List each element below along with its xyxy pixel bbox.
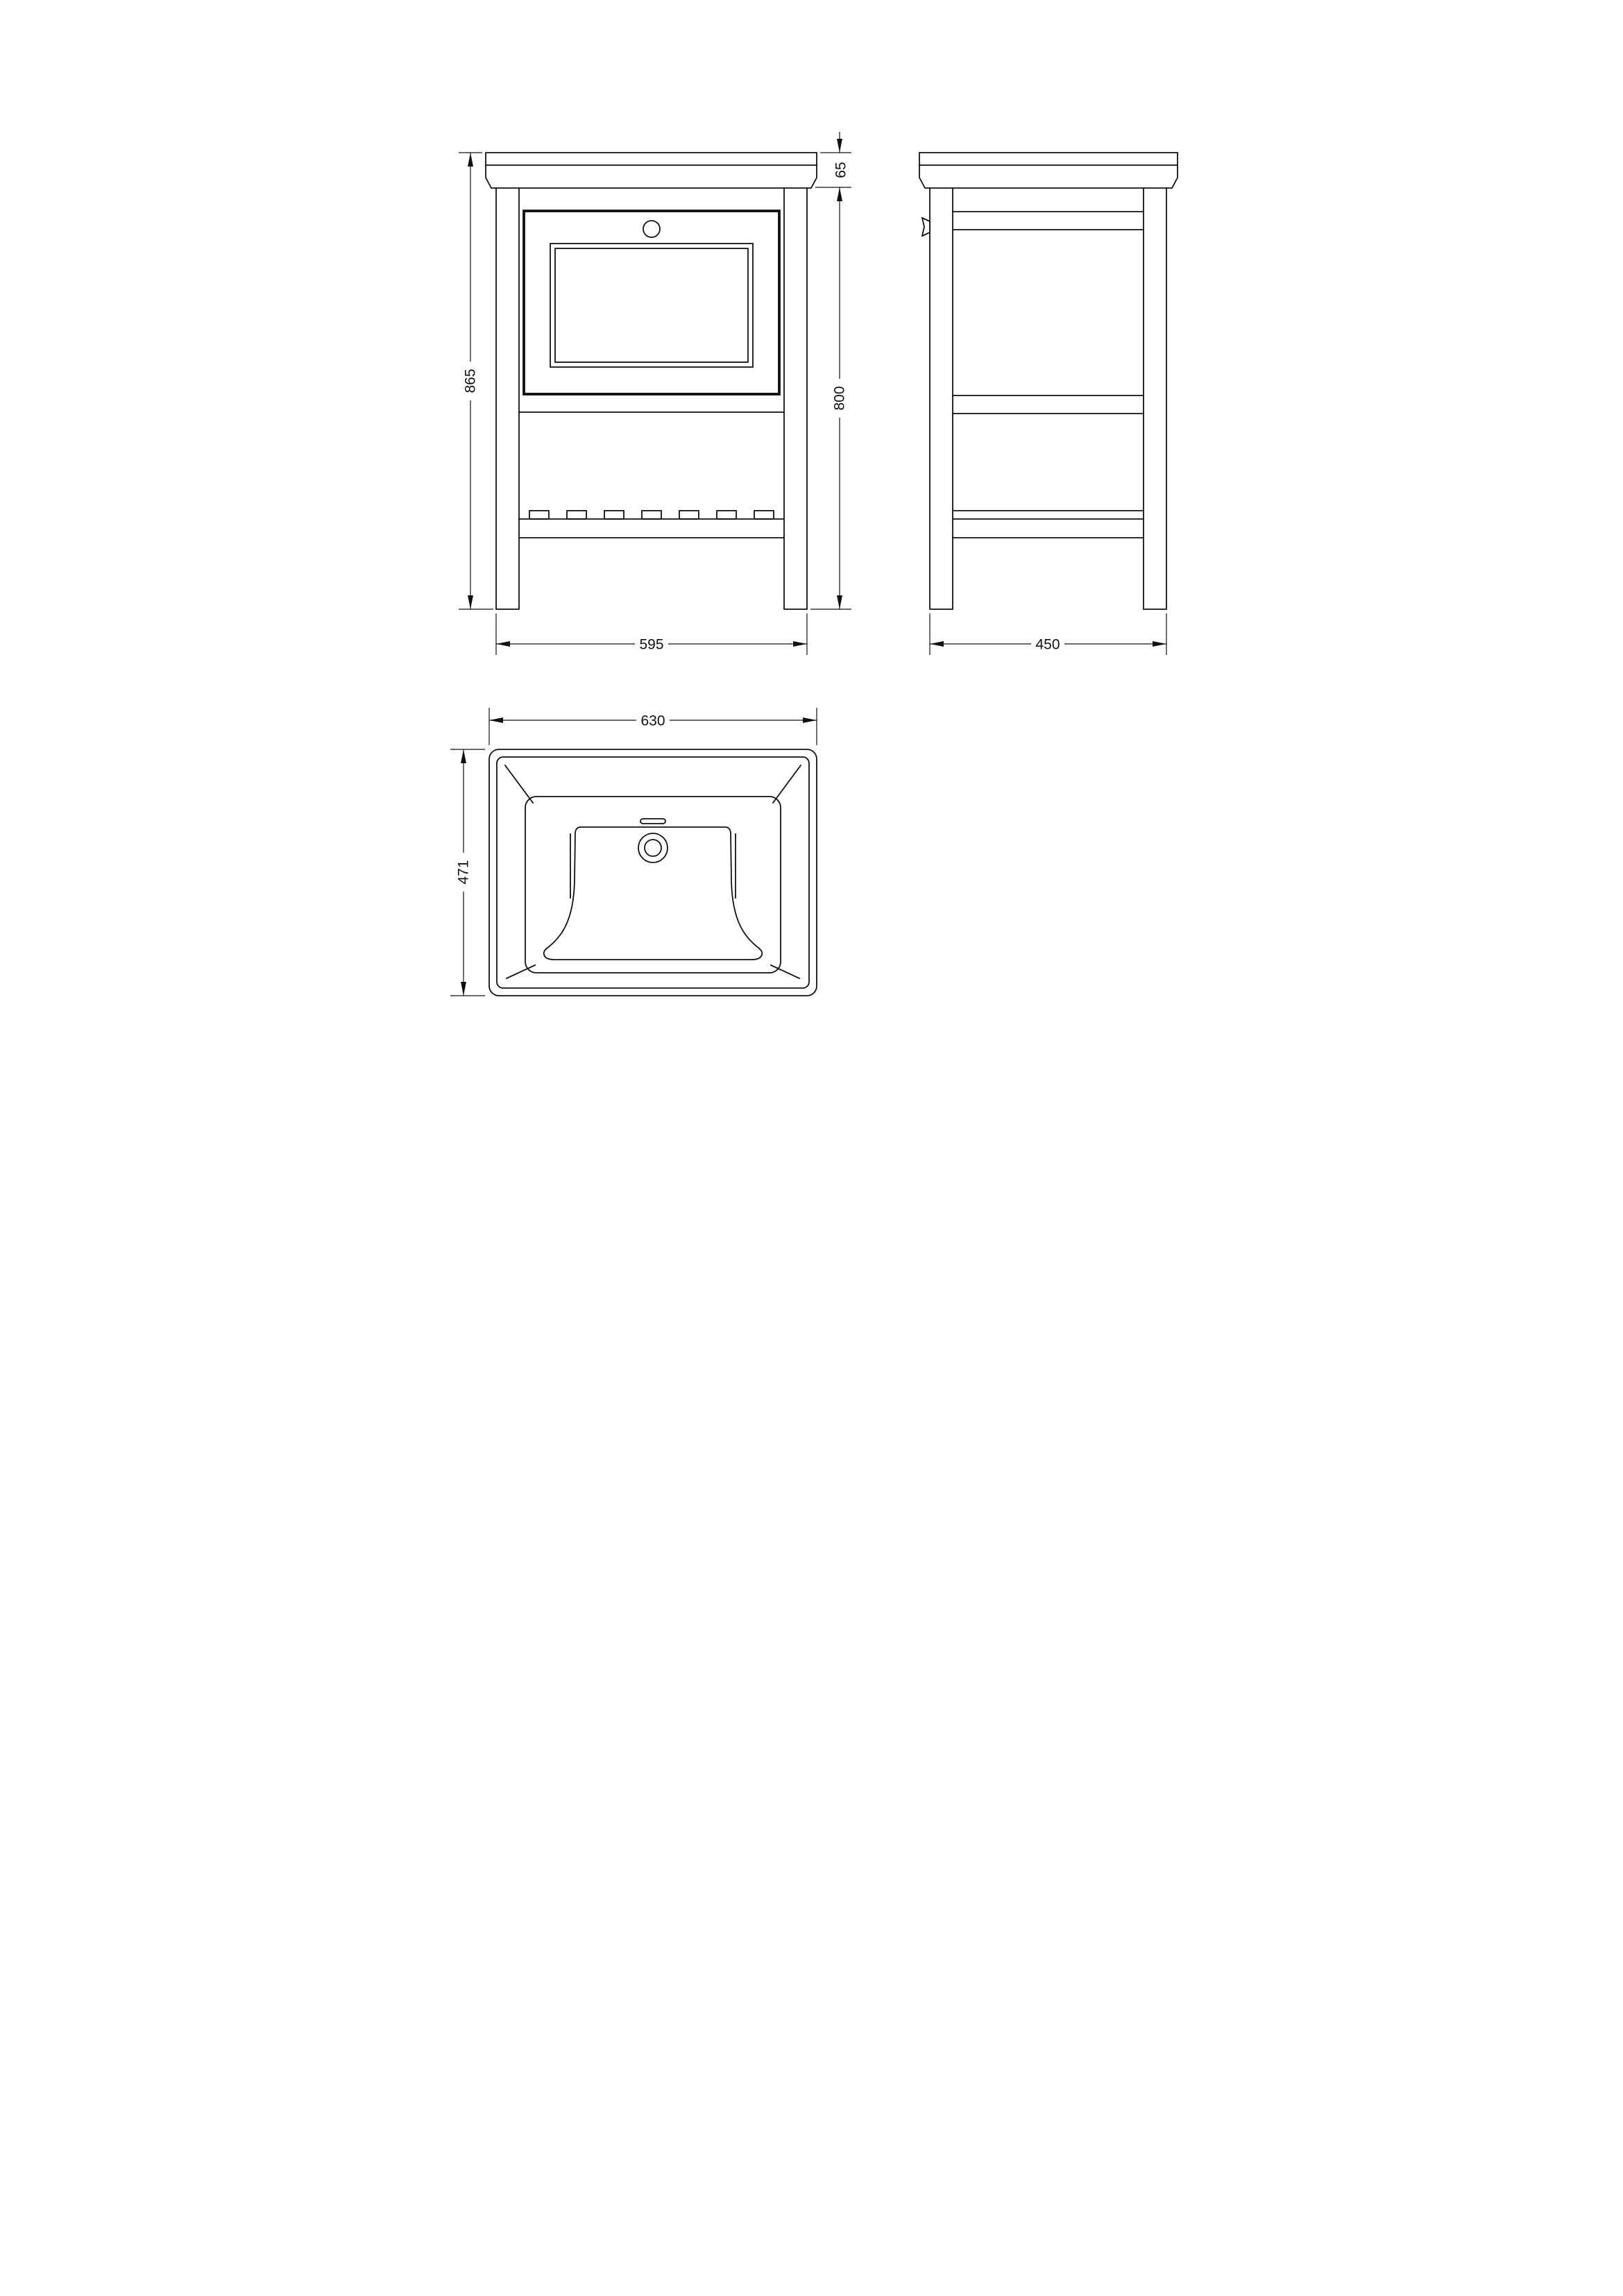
front-leg-left: [495, 187, 520, 610]
front-knob-hole: [642, 220, 661, 238]
corner-line-top-right: [772, 764, 801, 804]
tap-hole-outer: [637, 833, 668, 863]
side-leg-front: [928, 187, 953, 610]
basin-bowl-opening: [524, 796, 781, 973]
shelf-slat: [528, 510, 550, 520]
front-shelf-slats: [528, 510, 774, 520]
shelf-slat: [603, 510, 624, 520]
vanity-technical-drawing-page: 865 65 800 595: [405, 0, 1218, 1148]
basin-outer-edge: [488, 749, 817, 996]
front-view: [484, 152, 817, 610]
front-countertop: [484, 152, 817, 189]
basin-inner-rim: [495, 756, 810, 989]
corner-line-bottom-left: [505, 964, 536, 980]
dim-label-top-thickness: 65: [833, 162, 849, 178]
dim-label-mask: [1030, 636, 1064, 652]
dim-label-mask: [636, 712, 670, 729]
side-knob: [921, 216, 931, 237]
dim-label-mask: [831, 379, 848, 418]
front-drawer-frame: [522, 210, 781, 396]
side-countertop: [918, 152, 1178, 189]
dim-label-mask: [634, 636, 668, 652]
side-leg-back: [1142, 187, 1167, 610]
dim-label-basin-depth: 471: [455, 860, 471, 884]
technical-drawing-canvas: 865 65 800 595: [450, 132, 1178, 996]
dim-label-width: 595: [639, 637, 663, 653]
dim-label-mask: [461, 362, 479, 400]
overflow-slot: [639, 818, 666, 824]
dim-label-overall-height: 865: [462, 368, 478, 393]
side-view: [918, 152, 1178, 610]
basin-top-view: [488, 749, 817, 996]
shelf-slat: [640, 510, 662, 520]
basin-bowl-base: [543, 826, 763, 960]
front-leg-right: [783, 187, 808, 610]
dim-label-mask: [454, 853, 472, 892]
shelf-slat: [678, 510, 699, 520]
front-drawer-panel-inner: [554, 248, 749, 363]
dim-label-basin-width: 630: [640, 713, 665, 729]
dim-label-body-height: 800: [831, 386, 847, 410]
tap-hole-inner: [643, 839, 662, 857]
front-dimensions: 865 65 800 595: [458, 132, 851, 655]
corner-line-bottom-right: [770, 964, 800, 980]
side-dimensions: 450: [928, 613, 1167, 655]
basin-dimensions: 630 471: [450, 708, 817, 996]
shelf-slat: [753, 510, 774, 520]
corner-line-top-left: [504, 764, 534, 804]
dim-label-depth: 450: [1035, 637, 1060, 653]
shelf-slat: [566, 510, 587, 520]
shelf-slat: [715, 510, 737, 520]
front-drawer-panel-outer: [549, 243, 754, 368]
